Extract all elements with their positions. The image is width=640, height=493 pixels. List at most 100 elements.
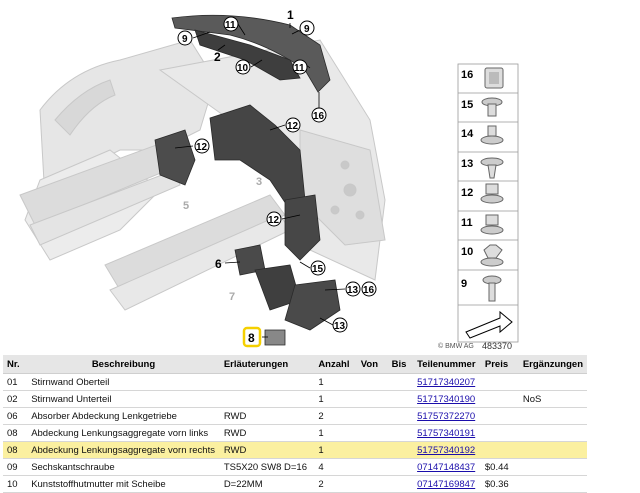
callout-13a[interactable]: 13 <box>345 281 361 297</box>
svg-text:16: 16 <box>363 285 375 296</box>
callout-12a[interactable]: 12 <box>285 117 301 133</box>
cell-notes-erl: TS5X20 SW8 D=16 <box>219 458 315 476</box>
col-header-nr[interactable]: Nr. <box>3 355 28 374</box>
table-row[interactable]: 09 Sechskantschraube TS5X20 SW8 D=16 4 0… <box>3 458 587 476</box>
svg-text:13: 13 <box>347 285 359 296</box>
cell-von <box>356 390 388 408</box>
fastener-16[interactable]: 16 <box>461 67 504 89</box>
callout-7[interactable]: 7 <box>229 291 235 303</box>
svg-text:11: 11 <box>294 63 305 74</box>
cell-price <box>480 424 519 442</box>
callout-12c[interactable]: 12 <box>266 211 282 227</box>
cell-supplements <box>518 407 587 425</box>
part-number-link[interactable]: 51757340191 <box>413 424 481 442</box>
callout-13b[interactable]: 13 <box>332 317 348 333</box>
cell-supplements <box>518 475 587 493</box>
callout-11b[interactable]: 11 <box>292 59 308 75</box>
svg-text:11: 11 <box>225 20 236 31</box>
cell-bis <box>387 424 414 442</box>
cell-quantity: 2 <box>314 407 357 425</box>
table-row[interactable]: 02 Stirnwand Unterteil 1 51717340190 NoS <box>3 390 587 408</box>
col-header-beschreibung[interactable]: Beschreibung <box>27 355 220 374</box>
fastener-14[interactable]: 14 <box>461 125 504 145</box>
cell-von <box>356 373 388 391</box>
svg-text:7: 7 <box>229 291 235 303</box>
svg-text:11: 11 <box>461 217 473 229</box>
insulation-parts-drawing <box>154 14 341 346</box>
callout-1[interactable]: 1 <box>287 8 294 22</box>
callout-2[interactable]: 2 <box>214 50 221 64</box>
cell-von <box>356 441 388 459</box>
leader-lines <box>174 23 346 338</box>
col-header-von[interactable]: Von <box>356 355 388 374</box>
callout-8-highlighted[interactable]: 8 <box>242 326 262 348</box>
cell-supplements <box>518 373 587 391</box>
fastener-13[interactable]: 13 <box>461 157 504 179</box>
callout-6[interactable]: 6 <box>215 257 222 271</box>
callout-9a[interactable]: 9 <box>177 30 193 46</box>
col-header-teilenummer[interactable]: Teilenummer <box>413 355 481 374</box>
svg-text:13: 13 <box>461 158 473 170</box>
callout-12b[interactable]: 12 <box>194 138 210 154</box>
cell-notes-erl <box>219 373 315 391</box>
svg-text:12: 12 <box>461 187 473 199</box>
copyright-text: © BMW AG <box>438 342 474 350</box>
cell-description: Absorber Abdeckung Lenkgetriebe <box>27 407 220 425</box>
cell-description: Abdeckung Lenkungsaggregate vorn links <box>27 424 220 442</box>
cell-bis <box>387 441 414 459</box>
body-structure-drawing <box>19 39 386 311</box>
col-header-erlaeuterungen[interactable]: Erläuterungen <box>219 355 315 374</box>
table-row[interactable]: 06 Absorber Abdeckung Lenkgetriebe RWD 2… <box>3 407 587 425</box>
col-header-bis[interactable]: Bis <box>387 355 414 374</box>
part-number-link[interactable]: 51757372270 <box>413 407 481 425</box>
callout-3[interactable]: 3 <box>256 176 262 188</box>
fastener-11[interactable]: 11 <box>461 214 504 235</box>
svg-text:10: 10 <box>461 246 473 258</box>
part-number-link[interactable]: 51717340207 <box>413 373 481 391</box>
cell-nr: 10 <box>3 475 28 493</box>
callout-10[interactable]: 10 <box>235 59 251 75</box>
callout-15[interactable]: 15 <box>310 260 326 276</box>
table-row-highlighted[interactable]: 08 Abdeckung Lenkungsaggregate vorn rech… <box>3 441 587 459</box>
callout-9b[interactable]: 9 <box>299 20 315 36</box>
svg-text:12: 12 <box>287 121 299 132</box>
cell-notes-erl <box>219 390 315 408</box>
cell-description: Stirnwand Oberteil <box>27 373 220 391</box>
callout-11a[interactable]: 11 <box>223 16 239 32</box>
svg-text:9: 9 <box>182 34 188 45</box>
svg-text:6: 6 <box>215 257 222 271</box>
svg-text:1: 1 <box>287 8 294 22</box>
fastener-10[interactable]: 10 <box>461 244 504 267</box>
part-number-link[interactable]: 07147148437 <box>413 458 481 476</box>
callout-16b[interactable]: 16 <box>361 281 377 297</box>
table-row[interactable]: 01 Stirnwand Oberteil 1 51717340207 <box>3 373 587 391</box>
col-header-preis[interactable]: Preis <box>480 355 519 374</box>
svg-text:15: 15 <box>312 264 324 275</box>
table-row[interactable]: 08 Abdeckung Lenkungsaggregate vorn link… <box>3 424 587 442</box>
col-header-anzahl[interactable]: Anzahl <box>314 355 357 374</box>
svg-text:12: 12 <box>268 215 280 226</box>
cell-nr: 08 <box>3 424 28 442</box>
part-number-link[interactable]: 51757340192 <box>413 441 481 459</box>
table-header-row: Nr. Beschreibung Erläuterungen Anzahl Vo… <box>3 355 587 374</box>
callout-16a[interactable]: 16 <box>311 107 327 123</box>
cell-von <box>356 424 388 442</box>
fastener-15[interactable]: 15 <box>461 97 503 117</box>
cell-von <box>356 407 388 425</box>
callout-5[interactable]: 5 <box>183 200 189 212</box>
cell-bis <box>387 373 414 391</box>
part-number-link[interactable]: 07147169847 <box>413 475 481 493</box>
cell-notes-erl: RWD <box>219 441 315 459</box>
cell-description: Abdeckung Lenkungsaggregate vorn rechts <box>27 441 220 459</box>
part-number-link[interactable]: 51717340190 <box>413 390 481 408</box>
parts-diagram: 1 2 3 5 6 7 8 9 9 11 10 11 16 12 12 12 <box>19 8 519 351</box>
col-header-ergaenzungen[interactable]: Ergänzungen <box>518 355 587 374</box>
svg-text:16: 16 <box>313 111 325 122</box>
cell-quantity: 1 <box>314 424 357 442</box>
svg-text:16: 16 <box>461 69 473 81</box>
fastener-12[interactable]: 12 <box>461 183 504 204</box>
table-row[interactable]: 10 Kunststoffhutmutter mit Scheibe D=22M… <box>3 475 587 493</box>
svg-text:12: 12 <box>196 142 208 153</box>
svg-text:14: 14 <box>461 128 474 140</box>
fastener-9[interactable]: 9 <box>461 275 502 302</box>
